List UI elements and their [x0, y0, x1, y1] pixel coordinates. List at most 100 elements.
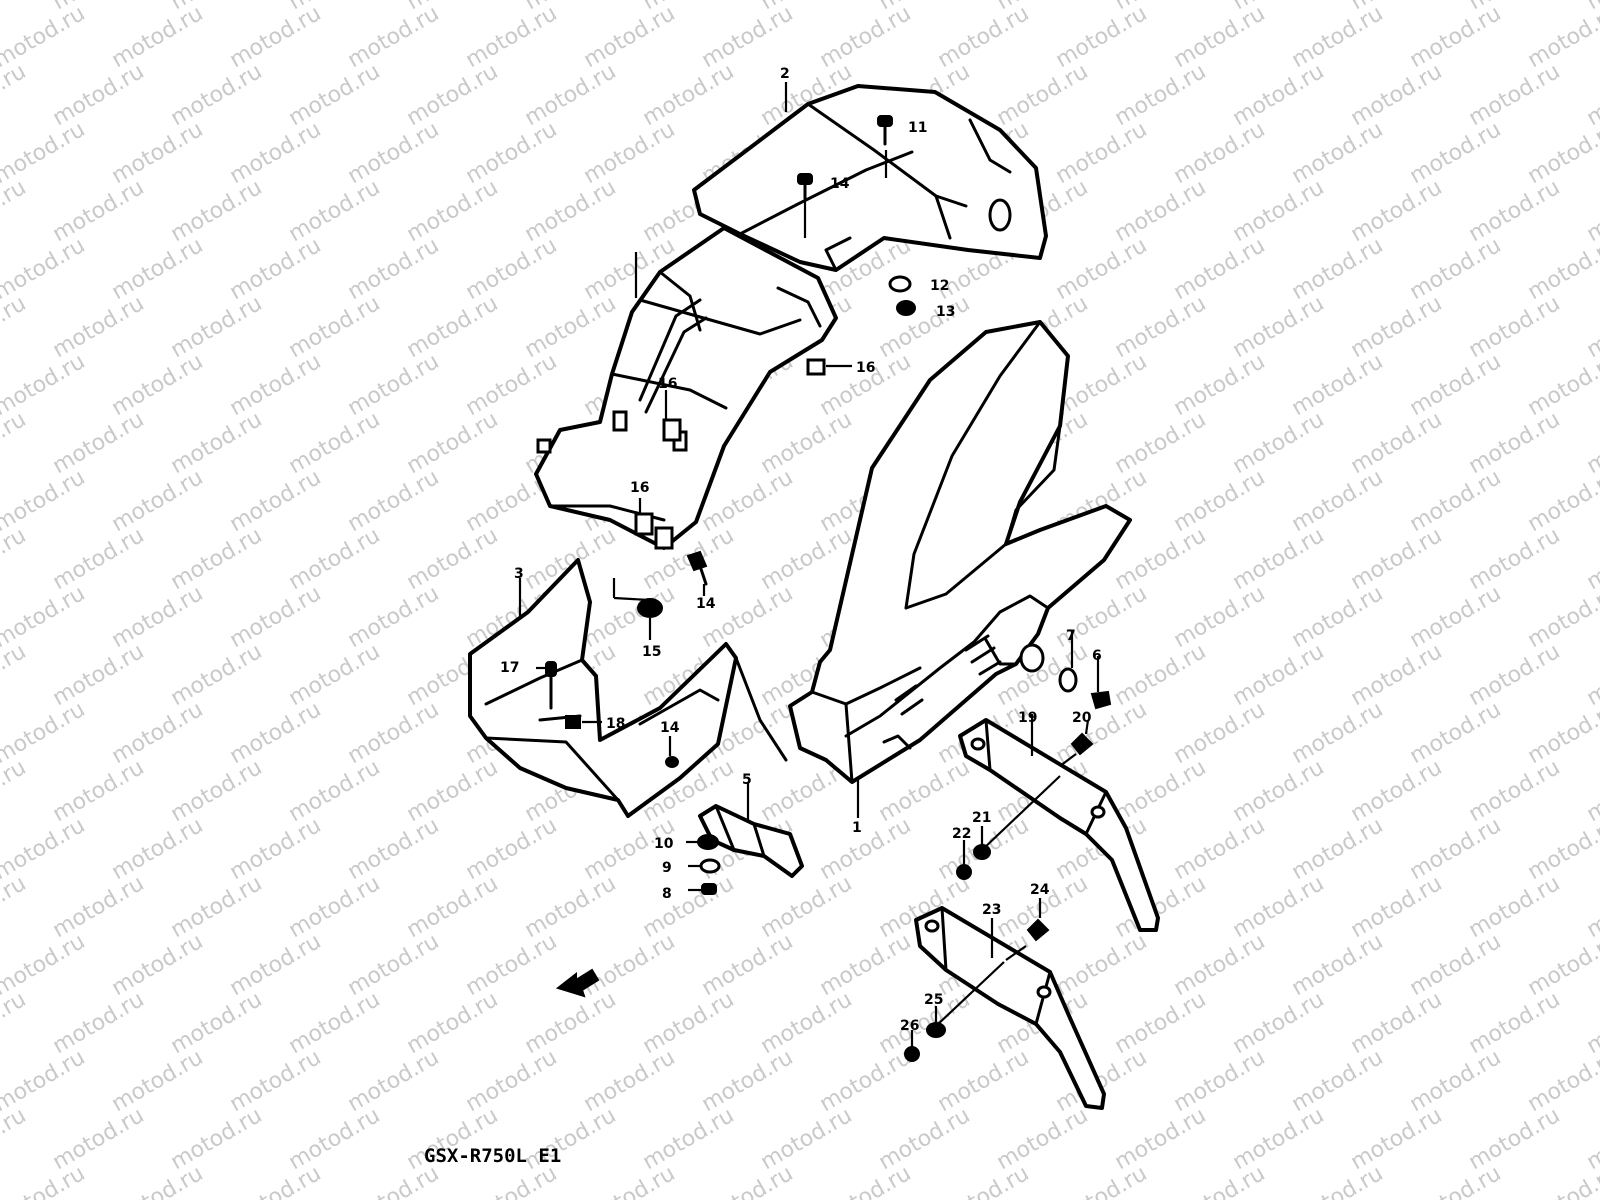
watermark-text: motod.ru	[580, 581, 680, 653]
callout-8: 8	[662, 886, 672, 902]
watermark-text: motod.ru	[344, 929, 444, 1001]
watermark-text: motod.ru	[1288, 697, 1388, 769]
watermark-text: motod.ru	[285, 59, 385, 131]
watermark-text: motod.ru	[403, 407, 503, 479]
watermark-text: motod.ru	[285, 755, 385, 827]
watermark-text: motod.ru	[757, 987, 857, 1059]
watermark-text: motod.ru	[1406, 1, 1506, 73]
callout-7: 7	[1066, 628, 1076, 644]
callout-9: 9	[662, 860, 672, 876]
watermark-text: motod.ru	[1288, 117, 1388, 189]
watermark-text: motod.ru	[1229, 523, 1329, 595]
watermark-text: motod.ru	[1524, 1161, 1600, 1200]
watermark-text: motod.ru	[816, 1161, 916, 1200]
watermark-text: motod.ru	[1288, 349, 1388, 421]
watermark-text: motod.ru	[1288, 1161, 1388, 1200]
watermark-text: motod.ru	[639, 871, 739, 943]
watermark-text: motod.ru	[1288, 465, 1388, 537]
watermark-text: motod.ru	[344, 1045, 444, 1117]
watermark-text: motod.ru	[1465, 755, 1565, 827]
watermark-text: motod.ru	[1465, 407, 1565, 479]
watermark-text: motod.ru	[403, 987, 503, 1059]
watermark-text: motod.ru	[167, 523, 267, 595]
watermark-text: motod.ru	[403, 871, 503, 943]
watermark-text: motod.ru	[1170, 1045, 1270, 1117]
watermark-text: motod.ru	[108, 465, 208, 537]
watermark-text: motod.ru	[1524, 929, 1600, 1001]
callout-16: 16	[856, 360, 875, 376]
watermark-text: motod.ru	[1347, 291, 1447, 363]
watermark-text: motod.ru	[1288, 233, 1388, 305]
watermark-text: motod.ru	[1170, 233, 1270, 305]
callout-12: 12	[930, 278, 949, 294]
callout-23: 23	[982, 902, 1001, 918]
watermark-text: motod.ru	[0, 175, 30, 247]
watermark-text: motod.ru	[462, 233, 562, 305]
watermark-text: motod.ru	[1406, 697, 1506, 769]
watermark-text: motod.ru	[108, 1045, 208, 1117]
watermark-text: motod.ru	[167, 59, 267, 131]
callout-14: 14	[660, 720, 680, 736]
watermark-text: motod.ru	[1170, 1161, 1270, 1200]
watermark-text: motod.ru	[1229, 291, 1329, 363]
callout-16: 16	[658, 376, 677, 392]
watermark-text: motod.ru	[167, 871, 267, 943]
watermark-text: motod.ru	[49, 871, 149, 943]
watermark-text: motod.ru	[0, 291, 30, 363]
watermark-text: motod.ru	[1111, 639, 1211, 711]
watermark-text: motod.ru	[49, 175, 149, 247]
watermark-text: motod.ru	[1229, 755, 1329, 827]
watermark-text: motod.ru	[344, 1, 444, 73]
watermark-text: motod.ru	[816, 929, 916, 1001]
watermark-text: motod.ru	[1229, 639, 1329, 711]
callout-6: 6	[1092, 648, 1102, 664]
watermark-text: motod.ru	[108, 1, 208, 73]
watermark-text: motod.ru	[875, 755, 975, 827]
part-19-plate-bracket	[958, 718, 1160, 932]
watermark-text: motod.ru	[1170, 465, 1270, 537]
watermark-text: motod.ru	[934, 1045, 1034, 1117]
watermark-text: motod.ru	[1583, 407, 1600, 479]
watermark-text: motod.ru	[1052, 929, 1152, 1001]
watermark-text: motod.ru	[403, 755, 503, 827]
part-23-plate-bracket	[914, 906, 1106, 1110]
watermark-text: motod.ru	[1583, 987, 1600, 1059]
watermark-text: motod.ru	[167, 639, 267, 711]
watermark-text: motod.ru	[1524, 1045, 1600, 1117]
watermark-text: motod.ru	[344, 813, 444, 885]
watermark-text: motod.ru	[403, 291, 503, 363]
watermark-text: motod.ru	[49, 291, 149, 363]
callout-16: 16	[630, 480, 649, 496]
watermark-text: motod.ru	[993, 59, 1093, 131]
watermark-text: motod.ru	[1229, 987, 1329, 1059]
watermark-text: motod.ru	[521, 871, 621, 943]
watermark-text: motod.ru	[226, 233, 326, 305]
watermark-text: motod.ru	[1288, 1045, 1388, 1117]
watermark-text: motod.ru	[1347, 175, 1447, 247]
watermark-text: motod.ru	[698, 1161, 798, 1200]
watermark-text: motod.ru	[285, 1103, 385, 1175]
callout-21: 21	[972, 810, 991, 826]
callout-11: 11	[908, 120, 927, 136]
watermark-text: motod.ru	[1052, 1161, 1152, 1200]
watermark-text: motod.ru	[49, 987, 149, 1059]
watermark-text: motod.ru	[1583, 1103, 1600, 1175]
watermark-text: motod.ru	[1524, 465, 1600, 537]
watermark-text: motod.ru	[0, 59, 30, 131]
watermark-text: motod.ru	[1465, 987, 1565, 1059]
watermark-text: motod.ru	[757, 523, 857, 595]
callout-13: 13	[936, 304, 955, 320]
watermark-text: motod.ru	[1524, 349, 1600, 421]
callout-24: 24	[1030, 882, 1050, 898]
watermark-text: motod.ru	[875, 1103, 975, 1175]
watermark-text: motod.ru	[1524, 581, 1600, 653]
watermark-text: motod.ru	[462, 349, 562, 421]
watermark-text: motod.ru	[1406, 929, 1506, 1001]
watermark-text: motod.ru	[1583, 755, 1600, 827]
watermark-text: motod.ru	[0, 871, 30, 943]
watermark-text: motod.ru	[1288, 929, 1388, 1001]
watermark-text: motod.ru	[226, 117, 326, 189]
watermark-text: motod.ru	[226, 1161, 326, 1200]
watermark-text: motod.ru	[1524, 813, 1600, 885]
